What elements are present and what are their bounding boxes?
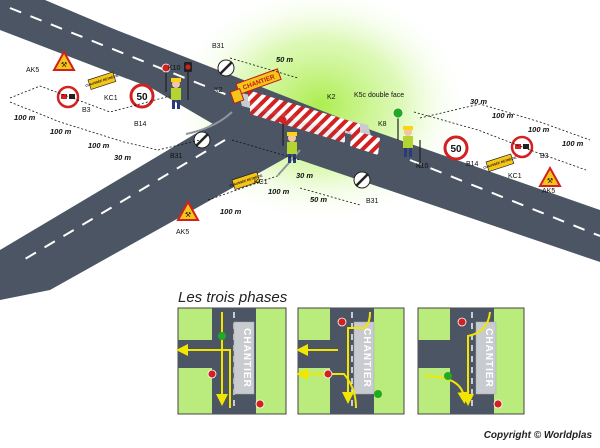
label-b31-left: B31: [170, 153, 183, 160]
ak5-left-top-icon: ⚒: [61, 61, 67, 69]
label-k5c: K5c double face: [354, 92, 404, 99]
label-ak5-left-bottom: AK5: [176, 229, 189, 236]
label-kc1-right: KC1: [508, 173, 522, 180]
dist-mid-100-a: 100 m: [220, 207, 242, 216]
lane-marking-side: [19, 139, 226, 263]
dist-right-30: 30 m: [470, 97, 487, 106]
k10-left: [184, 62, 192, 100]
b14-sign-right: 50: [443, 135, 469, 161]
phase2-chantier: CHANTIER: [361, 328, 372, 388]
label-b14-left: B14: [134, 121, 147, 128]
phase-panel-1: CHANTIER: [176, 307, 287, 415]
lane-marking-main-left: [9, 7, 241, 101]
b31-sign-left: [193, 131, 211, 149]
road-network: [0, 0, 600, 300]
phase-panel-3: CHANTIER: [417, 307, 525, 415]
flagger-right: [392, 107, 413, 157]
label-k8: K8: [378, 121, 387, 128]
phase1-chantier: CHANTIER: [241, 328, 252, 388]
label-b31-top: B31: [212, 43, 225, 50]
ak5-sign-left-top: ⚒: [52, 49, 76, 71]
dist-right-100-a: 100 m: [492, 111, 514, 120]
label-ak5-left-top: AK5: [26, 67, 39, 74]
curb-left: [185, 111, 233, 135]
b31-sign-bottom: [353, 171, 371, 189]
distance-guides: [9, 57, 591, 206]
label-b3-left: B3: [82, 107, 91, 114]
label-ak5-right: AK5: [542, 188, 555, 195]
dist-bottom-50: 50 m: [310, 195, 327, 204]
label-b3-right: B3: [540, 153, 549, 160]
label-b31-bottom: B31: [366, 198, 379, 205]
svg-text:⚒: ⚒: [185, 211, 191, 219]
main-road: [0, 0, 600, 262]
barrier-k5c: [250, 100, 345, 143]
label-kc1-left-top: KC1: [104, 95, 118, 102]
label-kc1-left-mid: KC1: [254, 179, 268, 186]
phases-title: Les trois phases: [178, 289, 288, 306]
ak5-sign-right: ⚒: [538, 165, 562, 187]
b14-sign-left: 50: [129, 83, 155, 109]
b3-sign-left: [56, 85, 80, 109]
b31-sign-top: [217, 59, 235, 77]
dist-left-100-c: 100 m: [88, 141, 110, 150]
phase3-chantier: CHANTIER: [483, 328, 494, 388]
svg-text:⚒: ⚒: [547, 177, 553, 185]
label-b14-right: B14: [466, 161, 479, 168]
dist-right-100-b: 100 m: [528, 125, 550, 134]
b14-right-value: 50: [450, 144, 462, 155]
barrier-k2-right: [248, 90, 360, 135]
copyright: Copyright © Worldplas: [484, 430, 593, 441]
dist-left-30: 30 m: [114, 153, 131, 162]
ak5-sign-left-bottom: ⚒: [176, 199, 200, 221]
label-k2-right: K2: [327, 94, 336, 101]
label-k2-left: K2: [214, 87, 223, 94]
dist-left-100-a: 100 m: [14, 113, 36, 122]
side-road: [0, 112, 300, 300]
dist-left-100-b: 100 m: [50, 127, 72, 136]
flagger-left: [161, 63, 181, 109]
b14-left-value: 50: [136, 92, 148, 103]
phase-panel-2: CHANTIER: [296, 307, 405, 415]
label-k10-left: K10: [168, 65, 181, 72]
work-zone: CHANTIER: [229, 68, 380, 155]
dist-right-100-c: 100 m: [562, 139, 584, 148]
dist-mid-30: 30 m: [296, 171, 313, 180]
barrier-k8: [350, 130, 380, 155]
kc1-plate-right: CHAUSSÉE RÉTRÉCIE: [482, 153, 517, 172]
dist-mid-100-b: 100 m: [268, 187, 290, 196]
kc1-plate-left-top: CHAUSSÉE RÉTRÉCIE: [84, 71, 119, 90]
dist-top-50: 50 m: [276, 55, 293, 64]
label-k10-right: K10: [416, 163, 429, 170]
k2-panel-left: [229, 88, 245, 104]
